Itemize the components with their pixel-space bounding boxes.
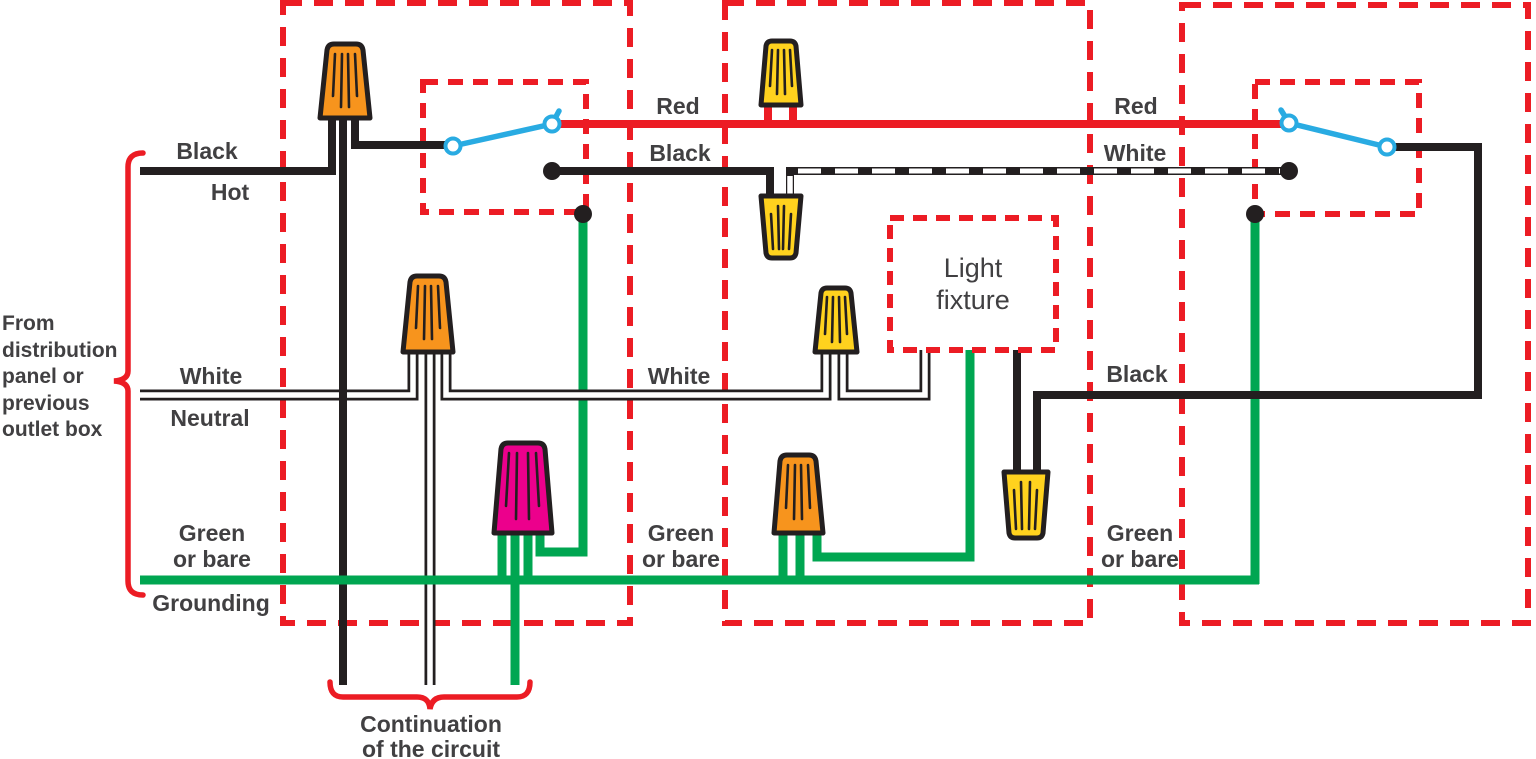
hot-feed-wire <box>140 116 336 175</box>
switch-enclosure-left <box>420 79 589 215</box>
continuation-line2: of the circuit <box>362 736 500 759</box>
neutral-feed-core <box>140 350 416 398</box>
neutral-run-outline <box>440 350 832 401</box>
electrical-box-right <box>1179 2 1531 626</box>
electrical-boxes <box>280 0 1531 626</box>
label-ground-green: Green <box>179 520 245 546</box>
neutral-fixture-outline <box>837 349 931 401</box>
continuation-line1: Continuation <box>360 711 502 737</box>
connection-dots <box>543 162 1298 223</box>
wire-nuts <box>317 38 1051 541</box>
switch-terminal-right-common <box>1377 137 1397 157</box>
three-way-switch-right <box>1278 107 1397 157</box>
switch-terminal-left-traveler <box>542 114 562 134</box>
ground-wire-left-switch <box>535 212 588 557</box>
light-fixture-label-line1: Light <box>944 253 1003 283</box>
label-neutral-neutral: Neutral <box>170 405 249 431</box>
source-note-line1: From <box>2 312 55 335</box>
label-mid-black: Black <box>649 140 711 166</box>
electrical-box-middle <box>722 0 1093 626</box>
continuation-brace <box>327 679 533 710</box>
ground-branch-wires <box>497 212 1260 685</box>
wire-nut-yellow-neutral-fixture-splice <box>812 285 860 355</box>
wire-labels: Black Hot White Neutral Green or bare Gr… <box>152 93 1179 616</box>
switch-terminal-left-common <box>443 136 463 156</box>
label-right-black: Black <box>1106 361 1168 387</box>
source-note: From distribution panel or previous outl… <box>2 312 117 441</box>
reidentified-white-wire-marking <box>787 168 1280 194</box>
right-switch-ground-dot <box>1246 205 1264 223</box>
label-mid-white: White <box>648 363 711 389</box>
wire-nut-yellow-switched-leg-splice <box>1001 469 1051 541</box>
label-feed-hot: Hot <box>211 179 250 205</box>
label-ground-orbare: or bare <box>173 546 251 572</box>
switch-lever-right <box>1278 107 1390 150</box>
wire-nut-orange-hot-splice <box>317 41 373 121</box>
label-right-green: Green <box>1107 520 1173 546</box>
reidentified-white-wire-base <box>786 167 1282 198</box>
source-note-line4: previous <box>2 392 90 415</box>
electrical-box-left <box>280 0 633 626</box>
switched-leg-wire <box>1033 143 1482 474</box>
wire-nut-orange-neutral-splice <box>400 273 456 355</box>
label-right-red: Red <box>1114 93 1157 119</box>
black-traveler-wire <box>556 167 774 198</box>
neutral-wires-core <box>140 349 928 685</box>
label-mid-orbare: or bare <box>642 546 720 572</box>
switch-lever-left <box>450 108 562 149</box>
source-brace <box>113 150 146 598</box>
wire-nut-yellow-red-traveler-splice <box>758 38 804 108</box>
light-fixture: Light fixture <box>887 215 1059 353</box>
wire-nut-magenta-ground-splice-left <box>491 440 555 536</box>
neutral-fixture-core <box>840 349 928 398</box>
wire-nut-yellow-black-traveler-splice <box>758 193 804 261</box>
label-grounding: Grounding <box>152 590 270 616</box>
wire-nut-orange-ground-splice-middle <box>771 452 826 536</box>
label-right-orbare: or bare <box>1101 546 1179 572</box>
continuation-note: Continuation of the circuit <box>360 711 502 759</box>
source-note-line3: panel or <box>2 365 84 388</box>
left-switch-ground-dot <box>574 205 592 223</box>
label-mid-green: Green <box>648 520 714 546</box>
label-right-white: White <box>1104 140 1167 166</box>
left-switch-traveler-dot <box>543 162 561 180</box>
light-fixture-box <box>887 215 1059 353</box>
source-note-line2: distribution <box>2 339 117 362</box>
switch-terminal-right-traveler <box>1279 113 1299 133</box>
label-feed-black: Black <box>176 138 238 164</box>
neutral-run-core <box>443 350 829 398</box>
source-note-line5: outlet box <box>2 418 103 441</box>
right-switch-traveler-dot <box>1280 162 1298 180</box>
label-mid-red: Red <box>656 93 699 119</box>
ground-wire-fixture <box>812 349 975 562</box>
light-fixture-label-line2: fixture <box>936 285 1010 315</box>
label-neutral-white: White <box>180 363 243 389</box>
three-way-switch-left <box>443 108 562 156</box>
hot-switch-feed-wire <box>351 116 446 149</box>
